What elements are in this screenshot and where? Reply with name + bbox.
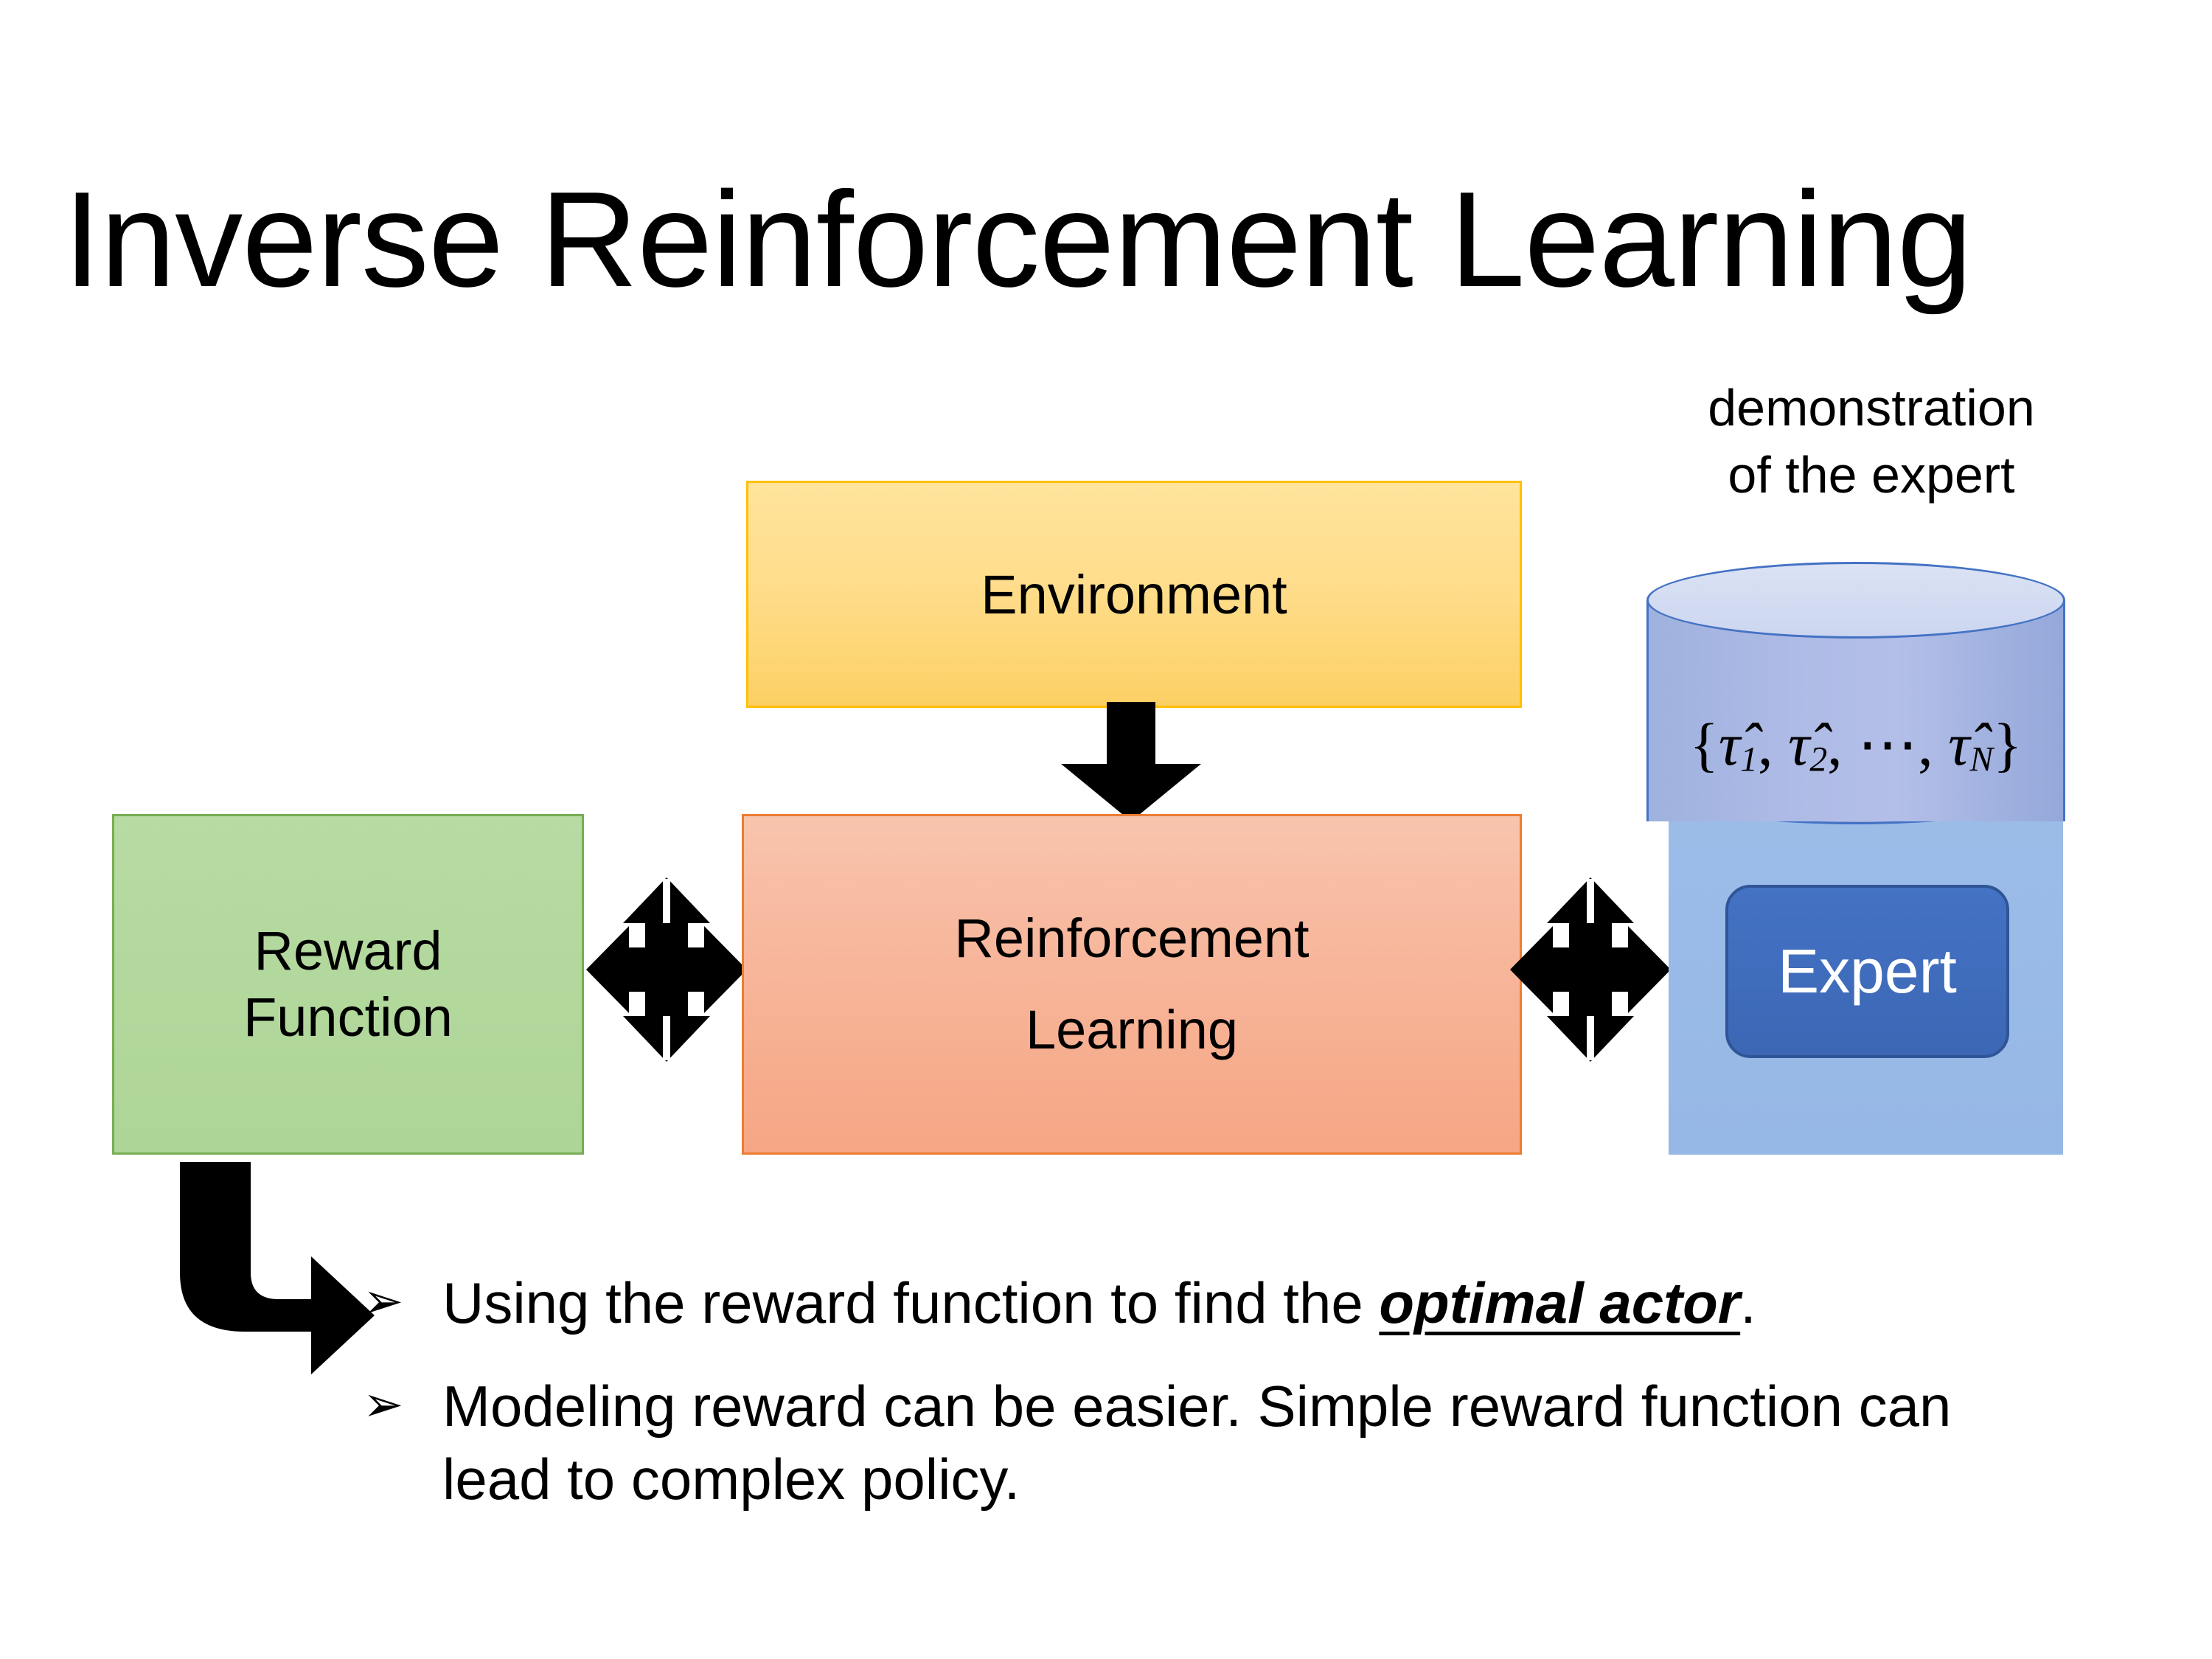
reward-function-label-line1: Reward [254, 919, 442, 981]
environment-box[interactable]: Environment [746, 481, 1522, 708]
demonstration-caption: demonstration of the expert [1643, 375, 2100, 509]
list-item: ➢ Using the reward function to find the o… [363, 1267, 2073, 1339]
ellipsis-symbol: ⋯ [1857, 711, 1919, 778]
environment-to-rl-arrow-icon [1061, 702, 1201, 821]
bullet-marker-icon: ➢ [363, 1377, 404, 1432]
bullet-2-text: Modeling reward can be easier. Simple re… [442, 1374, 1952, 1512]
reward-function-label-line2: Function [243, 987, 453, 1048]
demonstration-caption-line1: demonstration [1708, 379, 2035, 437]
comma-3: , [1918, 711, 1949, 778]
tau-2-symbol: τ̂2 [1787, 711, 1828, 779]
reinforcement-learning-label-line1: Reinforcement [954, 907, 1310, 969]
bullet-1-text-post: . [1740, 1270, 1756, 1335]
reward-to-bullets-bent-arrow-icon [180, 1162, 375, 1374]
set-close-brace: } [1993, 711, 2023, 778]
tau-2-subscript: 2 [1809, 740, 1828, 779]
tau-1-symbol: τ̂1 [1718, 711, 1758, 779]
reward-to-rl-four-way-arrow-icon [586, 877, 747, 1062]
comma-1: , [1757, 711, 1788, 778]
rl-to-expert-four-way-arrow-icon [1510, 877, 1671, 1062]
bullet-1-text-pre: Using the reward function to find the [442, 1270, 1380, 1335]
comma-2: , [1827, 711, 1858, 778]
reinforcement-learning-label-line2: Learning [1025, 999, 1238, 1060]
expert-box[interactable]: Expert [1725, 885, 2009, 1058]
cylinder-top-ellipse [1646, 562, 2065, 639]
expert-label: Expert [1778, 936, 1957, 1006]
bullet-marker-icon: ➢ [363, 1273, 404, 1328]
bullet-1-emphasis: optimal actor [1379, 1270, 1741, 1335]
tau-1-subscript: 1 [1740, 740, 1758, 779]
tau-n-subscript: N [1969, 740, 1994, 779]
reinforcement-learning-box[interactable]: Reinforcement Learning [742, 814, 1522, 1155]
environment-label: Environment [981, 563, 1287, 625]
reward-function-box[interactable]: Reward Function [112, 814, 584, 1155]
list-item: ➢ Modeling reward can be easier. Simple r… [363, 1370, 2073, 1515]
set-open-brace: { [1689, 711, 1719, 778]
demonstration-cylinder[interactable]: {τ̂1, τ̂2, ⋯, τ̂N} [1646, 562, 2065, 857]
page-title: Inverse Reinforcement Learning [63, 163, 1972, 315]
bullet-list: ➢ Using the reward function to find the o… [363, 1267, 2073, 1546]
trajectory-set-formula: {τ̂1, τ̂2, ⋯, τ̂N} [1646, 709, 2065, 780]
tau-n-symbol: τ̂N [1948, 711, 1994, 779]
demonstration-caption-line2: of the expert [1728, 446, 2015, 504]
